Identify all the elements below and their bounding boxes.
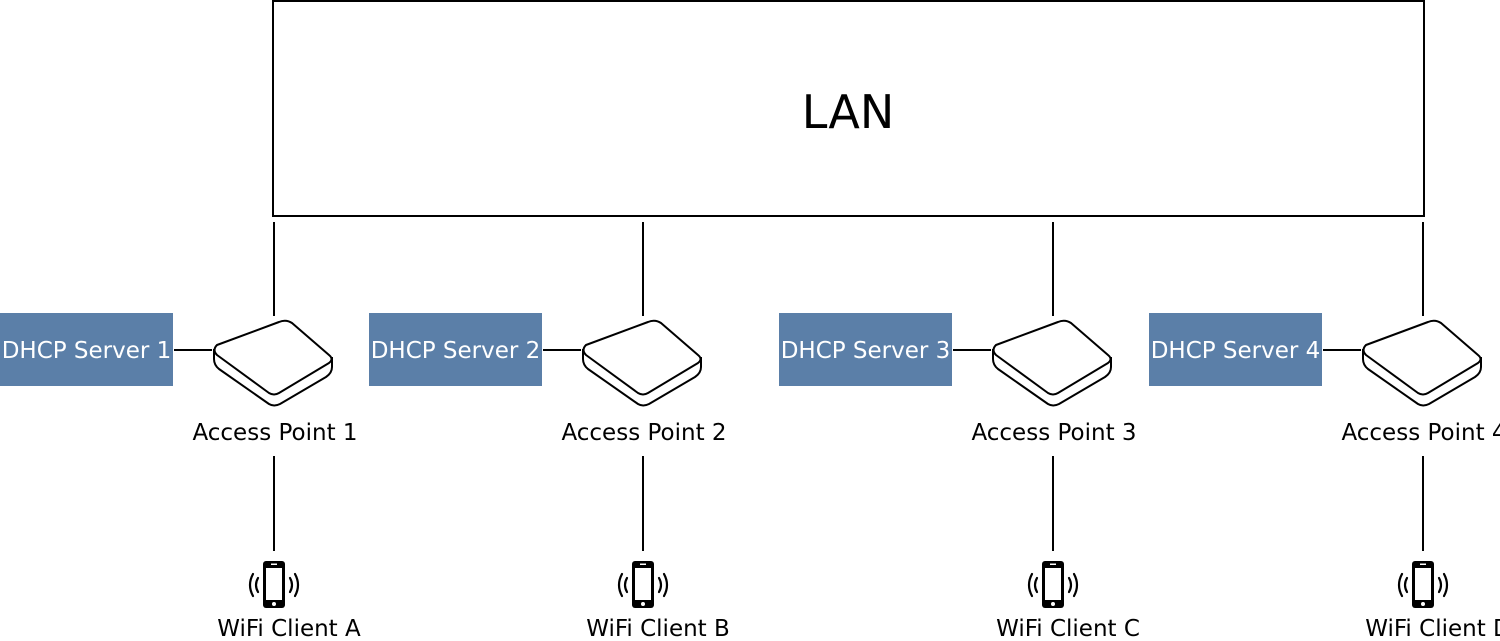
access-point-icon bbox=[582, 319, 702, 407]
access-point-label: Access Point 2 bbox=[561, 420, 726, 446]
signal-arc bbox=[623, 576, 629, 594]
smartphone-wifi-icon bbox=[1027, 561, 1079, 608]
smartphone-wifi-icon bbox=[1397, 561, 1449, 608]
phone-button bbox=[641, 602, 645, 606]
phone-button bbox=[1421, 602, 1425, 606]
smartphone-wifi-icon bbox=[617, 561, 669, 608]
phone-speaker bbox=[1050, 563, 1056, 565]
lan-box bbox=[272, 0, 1425, 217]
signal-arc bbox=[293, 572, 300, 598]
node-column: DHCP Server 4 Access Point 4 WiFi Client D bbox=[1149, 222, 1500, 641]
phone-screen bbox=[1415, 568, 1431, 600]
phone-button bbox=[1051, 602, 1055, 606]
phone-speaker bbox=[640, 563, 646, 565]
access-point-icon bbox=[213, 319, 333, 407]
phone-button bbox=[272, 602, 276, 606]
signal-arc bbox=[254, 576, 260, 594]
phone-screen bbox=[635, 568, 651, 600]
signal-arc bbox=[1403, 576, 1409, 594]
dhcp-server-box bbox=[1149, 313, 1322, 386]
smartphone-wifi-icon bbox=[248, 561, 300, 608]
signal-arc bbox=[288, 576, 294, 594]
wifi-client-label: WiFi Client A bbox=[217, 616, 361, 641]
dhcp-server: DHCP Server 1 bbox=[0, 313, 173, 386]
dhcp-server-box bbox=[0, 313, 173, 386]
access-point-label: Access Point 1 bbox=[192, 420, 357, 446]
signal-arc bbox=[662, 572, 669, 598]
phone-speaker bbox=[1420, 563, 1426, 565]
node-column: DHCP Server 1 Access Point 1 WiFi Client A bbox=[0, 222, 361, 641]
phone-screen bbox=[1045, 568, 1061, 600]
dhcp-server-label: DHCP Server 3 bbox=[781, 338, 951, 364]
node-columns: DHCP Server 1 Access Point 1 WiFi Client A… bbox=[0, 222, 1500, 641]
lan-label: LAN bbox=[802, 85, 895, 139]
access-point-label: Access Point 4 bbox=[1341, 420, 1500, 446]
node-column: DHCP Server 3 Access Point 3 WiFi Client C bbox=[779, 222, 1140, 641]
dhcp-server-label: DHCP Server 4 bbox=[1151, 338, 1321, 364]
signal-arc bbox=[1072, 572, 1079, 598]
access-point-top bbox=[992, 319, 1112, 396]
access-point-icon bbox=[1362, 319, 1482, 407]
access-point-top bbox=[213, 319, 333, 396]
dhcp-server-label: DHCP Server 2 bbox=[371, 338, 541, 364]
dhcp-server: DHCP Server 2 bbox=[369, 313, 542, 386]
signal-arc bbox=[1437, 576, 1443, 594]
signal-arc bbox=[1442, 572, 1449, 598]
phone-speaker bbox=[271, 563, 277, 565]
dhcp-server-box bbox=[779, 313, 952, 386]
dhcp-server-box bbox=[369, 313, 542, 386]
access-point-top bbox=[1362, 319, 1482, 396]
signal-arc bbox=[1067, 576, 1073, 594]
signal-arc bbox=[1033, 576, 1039, 594]
access-point-icon bbox=[992, 319, 1112, 407]
signal-arc bbox=[617, 572, 624, 598]
dhcp-server: DHCP Server 3 bbox=[779, 313, 952, 386]
signal-arc bbox=[1397, 572, 1404, 598]
node-column: DHCP Server 2 Access Point 2 WiFi Client B bbox=[369, 222, 730, 641]
signal-arc bbox=[1027, 572, 1034, 598]
access-point-top bbox=[582, 319, 702, 396]
wifi-client-label: WiFi Client C bbox=[996, 616, 1140, 641]
signal-arc bbox=[657, 576, 663, 594]
signal-arc bbox=[248, 572, 255, 598]
wifi-client-label: WiFi Client D bbox=[1365, 616, 1500, 641]
dhcp-server: DHCP Server 4 bbox=[1149, 313, 1322, 386]
phone-screen bbox=[266, 568, 282, 600]
wifi-client-label: WiFi Client B bbox=[586, 616, 730, 641]
lan-segment: LAN bbox=[272, 0, 1425, 217]
access-point-label: Access Point 3 bbox=[971, 420, 1136, 446]
dhcp-server-label: DHCP Server 1 bbox=[2, 338, 172, 364]
